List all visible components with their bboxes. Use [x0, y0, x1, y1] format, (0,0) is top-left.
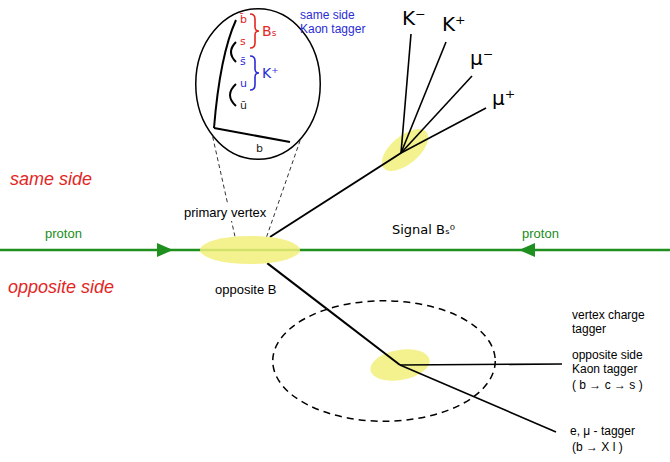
- track-line: [327, 309, 400, 365]
- decay-track: [401, 108, 486, 153]
- quark-label: u: [240, 77, 247, 91]
- tagger-region: vertex charge tagger: [272, 300, 496, 422]
- quark-line: [230, 84, 236, 106]
- beam-label: proton: [45, 226, 82, 241]
- quark-label: ū: [240, 99, 247, 113]
- process-label: ( b → c → s ): [572, 378, 643, 392]
- track-label: Signal Bₛ⁰: [392, 222, 455, 238]
- tagger-region: [273, 301, 496, 422]
- tagger-label: e, μ - tagger: [570, 424, 635, 438]
- quark-line: [214, 128, 290, 142]
- beam-arrow: [157, 243, 173, 257]
- zoom-line: [267, 140, 301, 236]
- meson-label: Bₛ: [262, 23, 277, 39]
- decay-track: [401, 76, 472, 153]
- particle-label: μ⁻: [470, 46, 493, 70]
- quark-line: [231, 42, 236, 62]
- signal-track: [270, 153, 401, 237]
- shape-outline: [272, 300, 496, 422]
- vertex-ellipse: primary vertex: [200, 236, 300, 264]
- beam-label: proton: [522, 226, 559, 241]
- decay-track: [401, 42, 446, 153]
- side-label: same side: [10, 168, 92, 191]
- tagger-label: same side Kaon tagger: [300, 8, 370, 36]
- tagger-label: vertex charge tagger: [572, 308, 660, 336]
- proton-beam: [0, 249, 670, 252]
- tagger-track: [400, 365, 556, 432]
- beam-arrow: [519, 243, 535, 257]
- track-label: opposite B: [213, 282, 278, 298]
- tagger-track: [400, 364, 562, 365]
- particle-label: K⁺: [442, 12, 466, 36]
- quark-label: s: [240, 35, 246, 49]
- shape-outline: [200, 236, 300, 264]
- quark-label: s̄: [240, 55, 246, 69]
- quark-label: b̄: [240, 13, 247, 27]
- particle-label: K⁻: [402, 6, 426, 30]
- vertex-ellipse: [200, 236, 300, 264]
- process-label: (b → X l ): [572, 440, 623, 454]
- decay-track: [401, 34, 411, 153]
- quark-line: [214, 20, 236, 128]
- tagger-label: opposite side Kaon tagger: [572, 348, 662, 376]
- meson-label: K⁺: [262, 65, 279, 81]
- quark-label: b: [256, 142, 263, 156]
- bracket: [250, 56, 259, 90]
- particle-label: μ⁺: [492, 86, 515, 110]
- side-label: opposite side: [8, 276, 114, 299]
- vertex-label: primary vertex: [182, 205, 268, 221]
- bracket: [250, 14, 259, 48]
